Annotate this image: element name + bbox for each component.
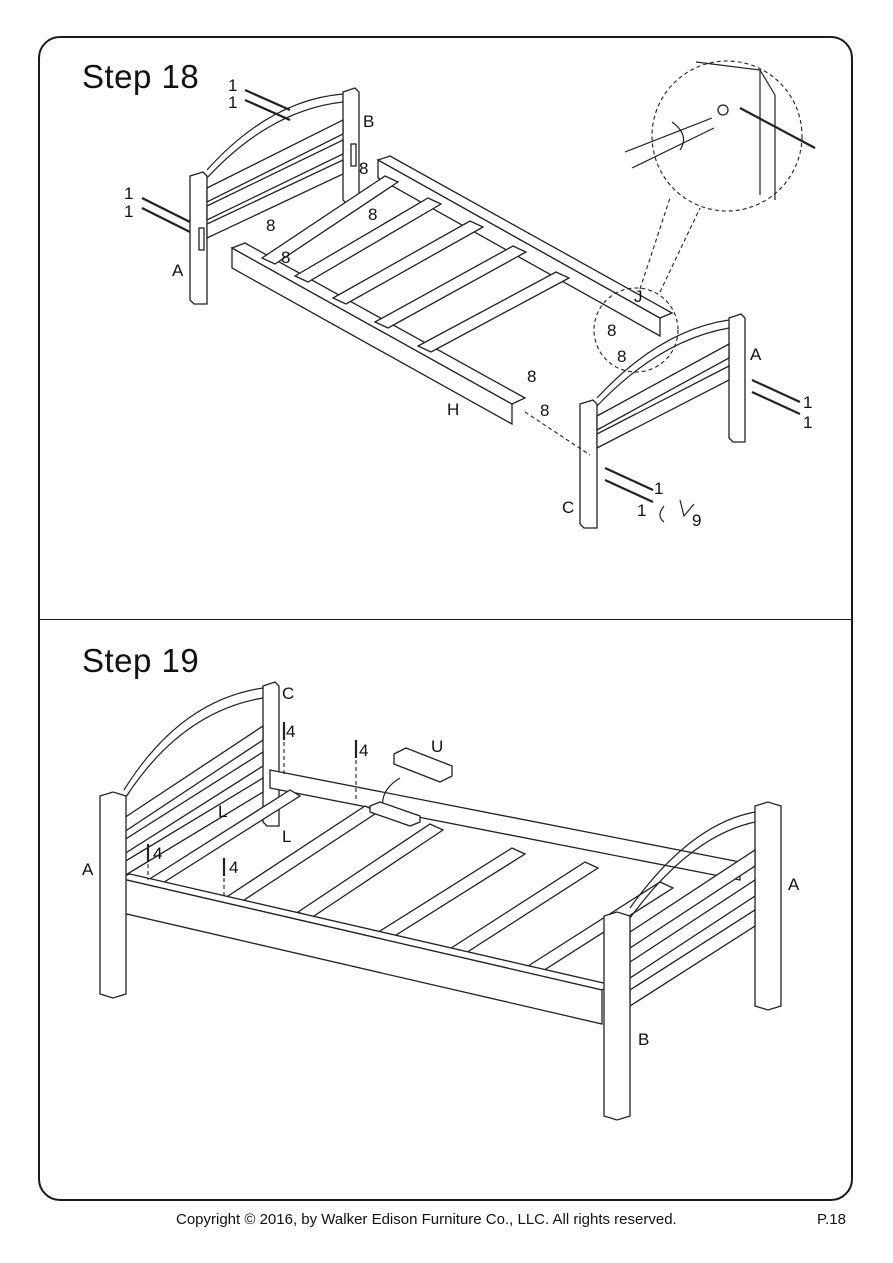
label-l: L [282, 827, 291, 846]
bolts [141, 88, 801, 503]
label-4: 4 [359, 741, 368, 760]
label-1: 1 [124, 202, 133, 221]
label-4: 4 [153, 844, 162, 863]
label-4: 4 [229, 858, 238, 877]
label-1: 1 [228, 76, 237, 95]
label-l: L [218, 802, 227, 821]
detail-circle-j [593, 287, 679, 373]
label-8: 8 [527, 367, 536, 386]
page-frame [38, 36, 853, 1201]
label-b: B [363, 112, 374, 131]
label-8: 8 [617, 347, 626, 366]
slats [146, 789, 675, 975]
label-c: C [282, 684, 294, 703]
label-a-right: A [788, 875, 800, 894]
headboard-back [123, 681, 280, 878]
step-19-title: Step 19 [82, 642, 200, 679]
label-a-left: A [82, 860, 94, 879]
hook-icon-9 [659, 499, 695, 523]
label-8: 8 [607, 321, 616, 340]
label-8: 8 [266, 216, 275, 235]
detail-bolt-illustration [624, 61, 816, 200]
label-1: 1 [803, 393, 812, 412]
detail-circle-bolt [651, 60, 803, 212]
post-front-left [99, 791, 127, 999]
label-8: 8 [359, 159, 368, 178]
screws [146, 722, 358, 898]
footer-page-number: P.18 [817, 1211, 846, 1228]
label-c: C [562, 498, 574, 517]
label-u: U [431, 737, 443, 756]
label-1: 1 [124, 184, 133, 203]
block-u [393, 747, 453, 783]
back-rail [269, 769, 741, 881]
label-8: 8 [368, 205, 377, 224]
label-8: 8 [281, 248, 290, 267]
label-b: B [638, 1030, 649, 1049]
label-8: 8 [540, 401, 549, 420]
slats [260, 175, 571, 353]
footboard-right [579, 313, 746, 529]
label-j: J [634, 287, 643, 306]
label-1: 1 [637, 501, 646, 520]
label-a-right: A [750, 345, 762, 364]
label-4: 4 [286, 722, 295, 741]
footboard-right [603, 801, 782, 1121]
label-9: 9 [692, 511, 701, 530]
step-18-illustration: 1 1 B 1 1 A 8 8 8 8 J 8 8 A 8 8 H 1 1 1 … [124, 60, 816, 530]
step-divider [40, 619, 851, 620]
label-a-left: A [172, 261, 184, 280]
label-1: 1 [654, 479, 663, 498]
footer-copyright: Copyright © 2016, by Walker Edison Furni… [176, 1211, 677, 1228]
label-1: 1 [803, 413, 812, 432]
step-19-illustration: C 4 4 U L L 4 4 A A B [82, 681, 800, 1121]
label-h: H [447, 400, 459, 419]
label-1: 1 [228, 93, 237, 112]
step-18-title: Step 18 [82, 58, 200, 95]
